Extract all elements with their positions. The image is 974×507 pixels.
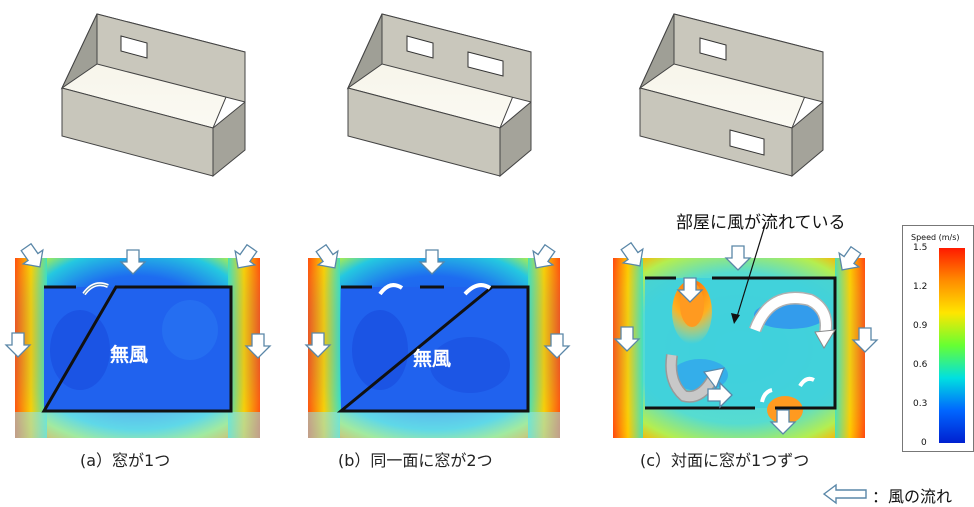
speed-map-b <box>305 240 570 438</box>
colorbar-gradient <box>939 248 965 443</box>
caption-b: (b）同一面に窓が2つ <box>338 451 493 470</box>
colorbar-panel: Speed (m/s) 1.5 1.2 0.9 0.6 0.3 0 <box>902 225 974 452</box>
window-icon <box>729 129 765 156</box>
window-icon <box>406 35 434 59</box>
colorbar-tick: 0.3 <box>913 399 928 409</box>
label-calm-a: 無風 <box>110 344 149 366</box>
speed-maps <box>5 221 878 438</box>
flow-curve-arrow-icon <box>378 283 404 296</box>
label-calm-b: 無風 <box>413 348 452 370</box>
leader-line <box>735 221 767 321</box>
caption-a: (a）窓が1つ <box>80 451 171 470</box>
room-model-c <box>638 13 824 178</box>
colorbar-tick: 0 <box>921 438 927 448</box>
colorbar-tick: 1.5 <box>913 243 928 253</box>
colorbar-tick: 0.9 <box>913 321 928 331</box>
room-models <box>60 13 824 178</box>
colorbar-tick: 1.2 <box>913 282 928 292</box>
caption-c: (c）対面に窓が1つずつ <box>640 451 810 470</box>
flow-curve-arrow-icon <box>463 283 492 296</box>
speed-map-c <box>613 221 878 438</box>
room-model-b <box>346 13 532 178</box>
window-icon <box>467 51 504 77</box>
speed-map-a <box>5 239 271 438</box>
room-model-a <box>60 13 246 178</box>
legend-text: ：風の流れ <box>872 487 953 506</box>
annotation-text: 部屋に風が流れている <box>676 213 846 233</box>
colorbar-title: Speed (m/s) <box>911 233 960 242</box>
legend-arrow-icon <box>822 483 867 505</box>
window-icon <box>699 37 727 61</box>
colorbar-tick: 0.6 <box>913 360 928 370</box>
window-icon <box>120 35 148 59</box>
